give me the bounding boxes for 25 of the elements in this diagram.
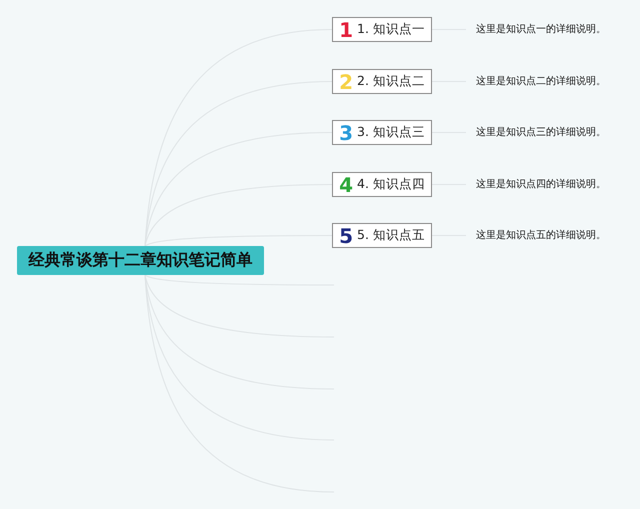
number-label: 5 — [339, 226, 353, 246]
description-text: 这里是知识点五的详细说明。 — [476, 226, 606, 244]
topic-label: 5. 知识点五 — [357, 227, 425, 244]
number-label: 4 — [339, 174, 353, 194]
topic-box — [332, 120, 432, 145]
number-label: 1 — [339, 20, 353, 40]
title-box: 经典常谈第十二章知识笔记简单 — [17, 246, 264, 275]
description-text: 这里是知识点一的详细说明。 — [476, 20, 606, 38]
topic-label: 3. 知识点三 — [357, 124, 425, 141]
connector-line — [144, 274, 334, 286]
topic-box — [332, 69, 432, 94]
topic-box — [332, 223, 432, 248]
connector-line — [144, 274, 334, 338]
topic-label: 1. 知识点一 — [357, 21, 425, 38]
topic-box — [332, 17, 432, 42]
number-label: 3 — [339, 122, 353, 142]
number-label: 2 — [339, 72, 353, 92]
topic-label: 2. 知识点二 — [357, 73, 425, 90]
topic-box — [332, 172, 432, 197]
connector-line — [144, 235, 332, 246]
topic-label: 4. 知识点四 — [357, 176, 425, 193]
description-text: 这里是知识点二的详细说明。 — [476, 72, 606, 90]
description-text: 这里是知识点四的详细说明。 — [476, 175, 606, 193]
description-text: 这里是知识点三的详细说明。 — [476, 123, 606, 141]
connector-line — [144, 184, 332, 246]
